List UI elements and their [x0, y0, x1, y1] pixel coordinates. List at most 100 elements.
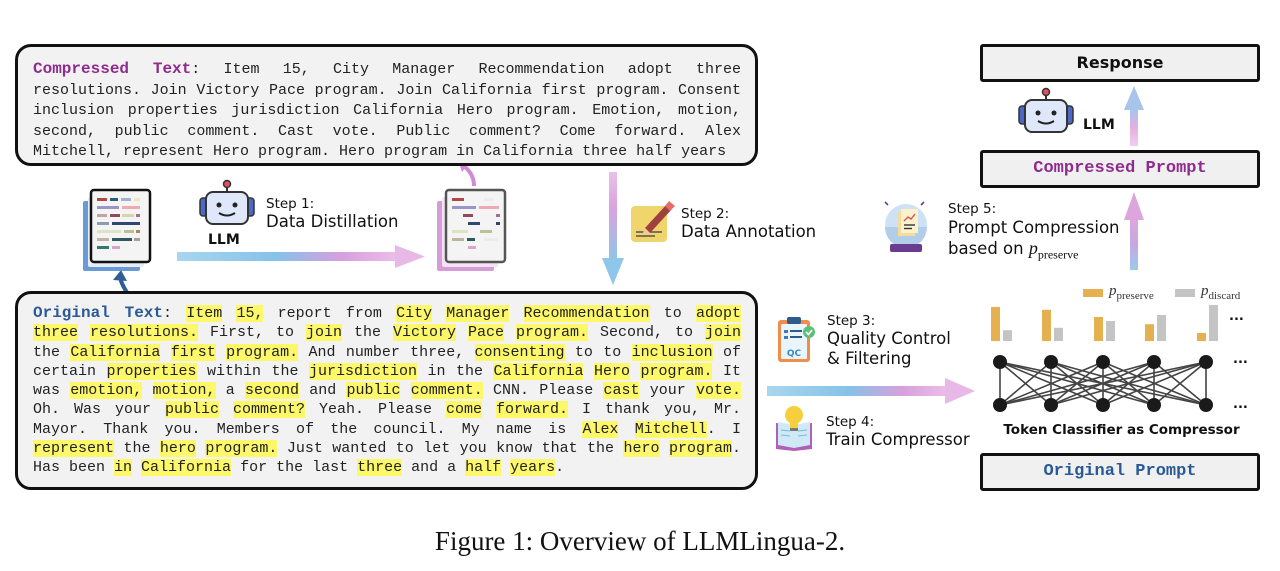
highlighted-token: program.: [640, 362, 713, 380]
plain-token: [456, 324, 468, 341]
bar-p_preserve-4: [1145, 324, 1154, 341]
step2-label: Step 2: Data Annotation: [681, 206, 816, 241]
plain-token: . I: [706, 420, 741, 438]
plain-token: . Has been: [33, 440, 741, 477]
highlighted-token: properties: [106, 362, 197, 380]
classifier-title: Token Classifier as Compressor: [1003, 422, 1240, 438]
highlighted-token: come: [446, 401, 483, 419]
plain-token: the: [33, 343, 71, 361]
highlighted-token: Item: [186, 305, 223, 322]
plain-token: to to: [564, 343, 632, 361]
bar-p_discard-2: [1054, 327, 1063, 341]
highlighted-token: public: [164, 401, 219, 419]
plain-token: and: [299, 382, 347, 400]
highlighted-token: half: [465, 459, 502, 477]
plain-token: It: [712, 362, 741, 380]
highlighted-token: comment?: [233, 401, 306, 419]
step3-number: Step 3:: [827, 313, 876, 329]
ellipsis-top-nodes: ...: [1233, 352, 1248, 367]
plain-token: I thank you, Mr. Mayor.: [33, 401, 741, 438]
plain-token: [501, 459, 510, 476]
ellipsis-bars: ...: [1229, 309, 1244, 324]
step5-number: Step 5:: [948, 201, 997, 217]
compressed-text-separator: :: [191, 61, 201, 78]
highlighted-token: California: [141, 459, 232, 477]
step4-label: Step 4: Train Compressor: [826, 414, 970, 449]
highlighted-token: second: [244, 382, 299, 400]
highlighted-token: three: [33, 324, 79, 342]
highlighted-token: forward.: [496, 401, 569, 419]
highlighted-token: in: [114, 459, 133, 477]
llm-label-step1: LLM: [208, 232, 240, 248]
network-node: [1044, 398, 1058, 412]
network-node: [1096, 398, 1110, 412]
compressed-text-body: Item 15, City Manager Recommendation ado…: [33, 61, 741, 160]
plain-token: was: [33, 382, 71, 400]
highlighted-token: program.: [515, 324, 588, 342]
highlighted-token: cast: [603, 382, 640, 400]
highlighted-token: inclusion: [631, 343, 713, 361]
plain-token: [172, 305, 186, 322]
network-node: [1199, 398, 1213, 412]
bar-p_discard-3: [1106, 321, 1115, 341]
highlighted-token: join: [704, 324, 741, 342]
network-node: [1147, 398, 1161, 412]
highlighted-token: jurisdiction: [308, 362, 418, 380]
plain-token: [216, 344, 226, 361]
plain-token: [78, 324, 90, 341]
plain-token: and a: [402, 459, 466, 477]
plain-token: [160, 344, 170, 361]
highlighted-token: Alex: [582, 420, 619, 438]
plain-token: [196, 440, 205, 457]
highlighted-token: program.: [226, 343, 299, 361]
arrow-step3-4: [767, 378, 975, 404]
original-text-body: Item 15, report from City Manager Recomm…: [33, 305, 741, 477]
plain-token: [222, 305, 236, 322]
original-text-box: Original Text: Item 15, report from City…: [15, 291, 758, 490]
figure-caption: Figure 1: Overview of LLMLingua-2.: [434, 526, 846, 556]
plain-token: Yeah. Please: [305, 401, 446, 419]
plain-token: [660, 440, 669, 457]
plain-token: [400, 382, 410, 399]
plain-token: in the: [417, 362, 494, 380]
highlighted-token: represent: [33, 440, 115, 458]
highlighted-token: program.: [205, 440, 278, 458]
highlighted-token: hero: [159, 440, 196, 458]
original-text-separator: :: [163, 305, 173, 322]
highlighted-token: three: [357, 459, 403, 477]
step2-title: Data Annotation: [681, 222, 817, 241]
llm-robot-icon: [199, 179, 255, 225]
plain-token: [583, 363, 593, 380]
highlighted-token: Manager: [446, 305, 510, 322]
plain-token: for the last: [231, 459, 358, 477]
network-node: [993, 355, 1007, 369]
source-document-icon: [83, 188, 152, 271]
plain-token: First, to: [198, 324, 306, 342]
highlighted-token: first: [170, 343, 216, 361]
network-node: [1199, 355, 1213, 369]
arrow-llm-up: [1124, 86, 1144, 146]
svg-text:QC: QC: [787, 349, 802, 359]
plain-token: the: [114, 440, 160, 458]
qc-clipboard-icon: QC: [778, 317, 815, 362]
distilled-document-icon: [437, 188, 507, 271]
step5-title-line1: Prompt Compression: [948, 218, 1120, 237]
legend-label-discard: pdiscard: [1201, 283, 1241, 302]
bar-p_discard-5: [1209, 305, 1218, 341]
highlighted-token: Recommendation: [523, 305, 650, 322]
plain-token: [132, 459, 141, 476]
original-text-label: Original Text: [33, 304, 164, 322]
plain-token: [630, 363, 640, 380]
highlighted-token: emotion,: [70, 382, 143, 400]
step5-label: Step 5: Prompt Compression based on ppre…: [948, 201, 1120, 265]
highlighted-token: consenting: [474, 343, 565, 361]
highlighted-token: years: [510, 459, 556, 477]
bar-p_discard-1: [1003, 330, 1012, 341]
network-node: [993, 398, 1007, 412]
legend-swatch-discard: [1175, 289, 1195, 297]
plain-token: report from: [263, 305, 397, 322]
highlighted-token: comment.: [410, 382, 483, 400]
crystal-ball-document-icon: [884, 201, 927, 252]
compressed-text-label: Compressed Text: [33, 60, 192, 78]
bar-p_preserve-1: [991, 307, 1000, 341]
